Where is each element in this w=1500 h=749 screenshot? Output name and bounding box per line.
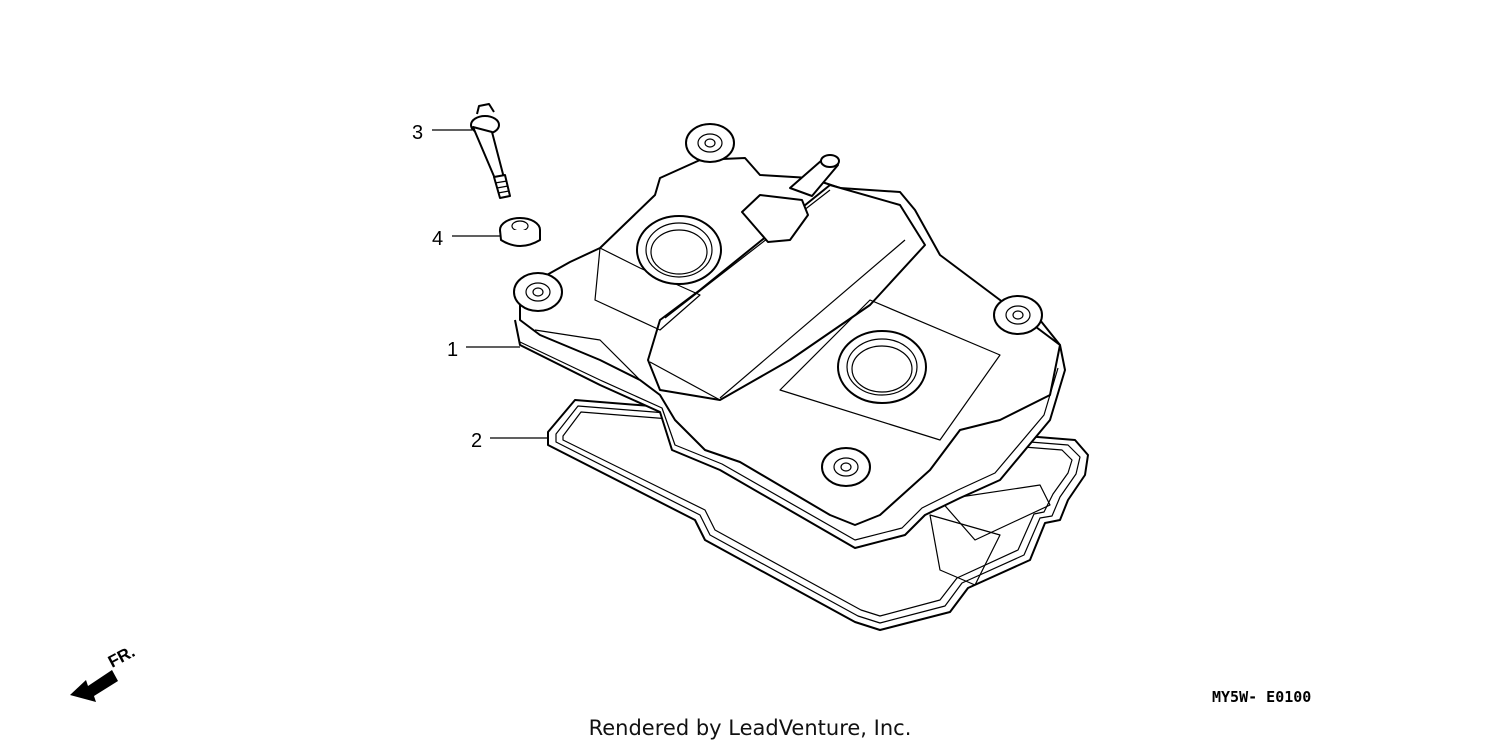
callout-4: 4	[432, 228, 443, 250]
callout-1: 1	[447, 339, 458, 361]
callout-2: 2	[471, 430, 482, 452]
callout-3: 3	[412, 122, 423, 144]
cover-bolt	[470, 103, 511, 199]
front-direction-label: FR.	[105, 642, 138, 672]
front-direction-arrow-icon	[70, 670, 118, 702]
diagram-code: MY5W- E0100	[1212, 688, 1312, 706]
cylinder-head-cover	[513, 123, 1066, 549]
seal-washer	[499, 217, 541, 247]
render-credit: Rendered by LeadVenture, Inc.	[588, 716, 912, 740]
